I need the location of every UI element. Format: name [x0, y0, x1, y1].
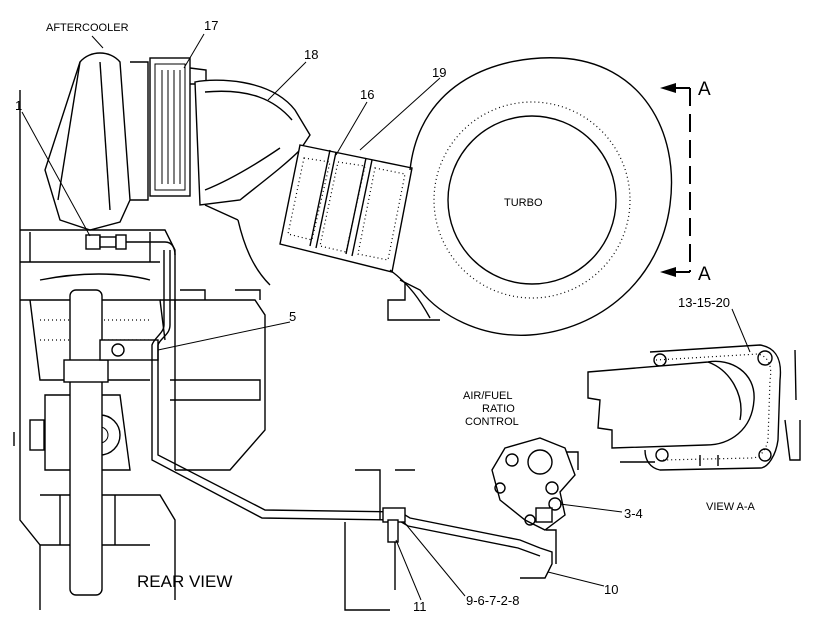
aftercooler-housing [44, 52, 207, 231]
callout-13-15-20: 13-15-20 [678, 295, 730, 310]
callout-10: 10 [604, 582, 618, 597]
afrc-label-line3: CONTROL [465, 416, 519, 428]
afrc-label-line1: AIR/FUEL [463, 390, 513, 402]
callout-11: 11 [413, 599, 427, 614]
rear-view-label: REAR VIEW [137, 572, 232, 591]
afrc-label-line2: RATIO [482, 403, 515, 415]
vertical-pipe [63, 289, 159, 596]
turbo-label: TURBO [504, 197, 543, 209]
elbow-hose [194, 79, 311, 206]
callout-5: 5 [289, 309, 296, 324]
bolt-fitting [85, 234, 176, 256]
lower-bracket [344, 469, 415, 611]
afrc-unit [491, 437, 579, 531]
callout-19: 19 [432, 65, 446, 80]
view-aa-label: VIEW A-A [706, 501, 756, 513]
hose-clamps [279, 144, 413, 273]
callout-17: 17 [204, 18, 218, 33]
view-aa-flange [587, 344, 801, 471]
section-a-bottom-label: A [698, 264, 711, 285]
callout-9-6-7-2-8: 9-6-7-2-8 [466, 593, 519, 608]
callout-1: 1 [15, 98, 22, 113]
callout-16: 16 [360, 87, 374, 102]
leader-lines [21, 33, 751, 601]
callout-3-4: 3-4 [624, 506, 643, 521]
turbocharger [387, 57, 673, 336]
aftercooler-label: AFTERCOOLER [46, 22, 129, 34]
callout-18: 18 [304, 47, 318, 62]
section-marker [660, 83, 691, 277]
section-a-top-label: A [698, 79, 711, 100]
